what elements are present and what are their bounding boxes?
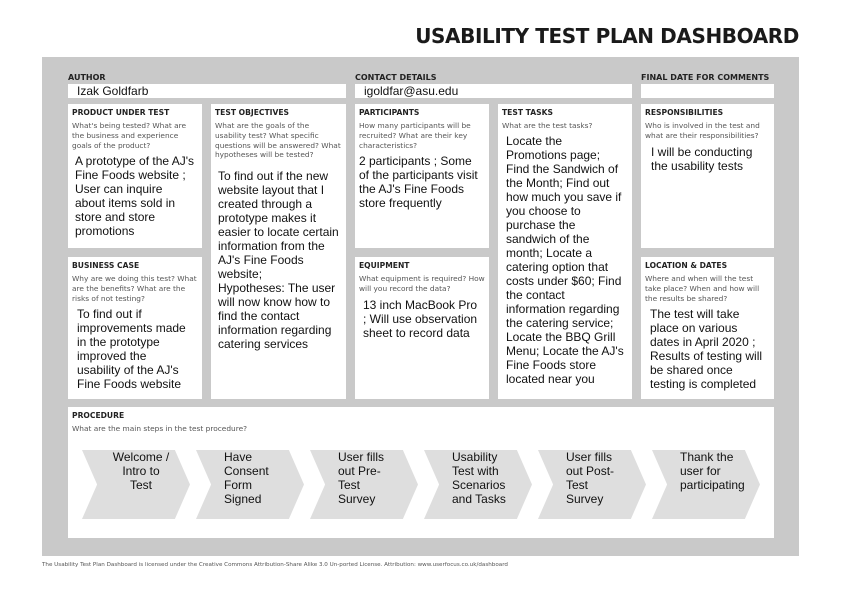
product-card: PRODUCT UNDER TEST What's being tested? … [68, 104, 202, 248]
equipment-question: What equipment is required? How will you… [359, 274, 485, 293]
tasks-question: What are the test tasks? [502, 121, 593, 130]
objectives-card: TEST OBJECTIVES What are the goals of th… [211, 104, 346, 399]
procedure-step-label: User fills out Post-Test Survey [566, 450, 615, 506]
procedure-step[interactable]: Have Consent Form Signed [196, 450, 304, 519]
contact-field[interactable]: igoldfar@asu.edu [355, 84, 632, 98]
responsibilities-card: RESPONSIBILITIES Who is involved in the … [641, 104, 774, 248]
equipment-answer[interactable]: 13 inch MacBook Pro ; Will use observati… [363, 297, 478, 340]
participants-answer[interactable]: 2 participants ; Some of the participant… [359, 154, 478, 211]
participants-title: PARTICIPANTS [359, 108, 420, 117]
procedure-step[interactable]: User fills out Pre-Test Survey [310, 450, 418, 519]
tasks-card: TEST TASKS What are the test tasks? Loca… [498, 104, 632, 399]
procedure-step[interactable]: User fills out Post-Test Survey [538, 450, 646, 519]
responsibilities-question: Who is involved in the test and what are… [645, 121, 760, 140]
participants-question: How many participants will be recruited?… [359, 121, 471, 150]
author-field[interactable]: Izak Goldfarb [68, 84, 346, 98]
tasks-answer[interactable]: Locate the Promotions page; Find the San… [506, 133, 624, 386]
objectives-title: TEST OBJECTIVES [215, 108, 290, 117]
contact-label: CONTACT DETAILS [355, 73, 437, 82]
location-answer[interactable]: The test will take place on various date… [650, 307, 763, 392]
final-date-label: FINAL DATE FOR COMMENTS [641, 73, 770, 82]
location-card: LOCATION & DATES Where and when will the… [641, 257, 774, 399]
equipment-title: EQUIPMENT [359, 261, 410, 270]
procedure-title: PROCEDURE [72, 411, 125, 420]
procedure-step[interactable]: Usability Test with Scenarios and Tasks [424, 450, 532, 519]
tasks-title: TEST TASKS [502, 108, 553, 117]
objectives-question: What are the goals of the usability test… [215, 121, 341, 160]
product-answer[interactable]: A prototype of the AJ's Fine Foods websi… [75, 154, 195, 239]
license-footer: The Usability Test Plan Dashboard is lic… [42, 562, 508, 568]
final-date-field[interactable] [641, 84, 774, 98]
procedure-step-label: Welcome / Intro to Test [112, 450, 170, 492]
product-question: What's being tested? What are the busine… [72, 121, 187, 150]
procedure-step[interactable]: Thank the user for participating [652, 450, 760, 519]
responsibilities-answer[interactable]: I will be conducting the usability tests [651, 144, 753, 173]
business-case-card: BUSINESS CASE Why are we doing this test… [68, 257, 202, 399]
business-case-answer[interactable]: To find out if improvements made in the … [77, 307, 186, 392]
page-title: USABILITY TEST PLAN DASHBOARD [415, 24, 799, 48]
location-title: LOCATION & DATES [645, 261, 728, 270]
location-question: Where and when will the test take place?… [645, 274, 760, 303]
procedure-step[interactable]: Welcome / Intro to Test [82, 450, 190, 519]
business-case-title: BUSINESS CASE [72, 261, 140, 270]
procedure-step-label: Thank the user for participating [680, 450, 745, 492]
equipment-card: EQUIPMENT What equipment is required? Ho… [355, 257, 489, 399]
procedure-question: What are the main steps in the test proc… [72, 424, 248, 433]
business-case-question: Why are we doing this test? What are the… [72, 274, 197, 303]
procedure-step-label: Usability Test with Scenarios and Tasks [452, 450, 506, 506]
procedure-step-label: User fills out Pre-Test Survey [338, 450, 385, 506]
responsibilities-title: RESPONSIBILITIES [645, 108, 724, 117]
objectives-answer[interactable]: To find out if the new website layout th… [218, 169, 339, 352]
participants-card: PARTICIPANTS How many participants will … [355, 104, 489, 248]
procedure-step-label: Have Consent Form Signed [224, 450, 269, 506]
author-label: AUTHOR [68, 73, 106, 82]
product-title: PRODUCT UNDER TEST [72, 108, 170, 117]
